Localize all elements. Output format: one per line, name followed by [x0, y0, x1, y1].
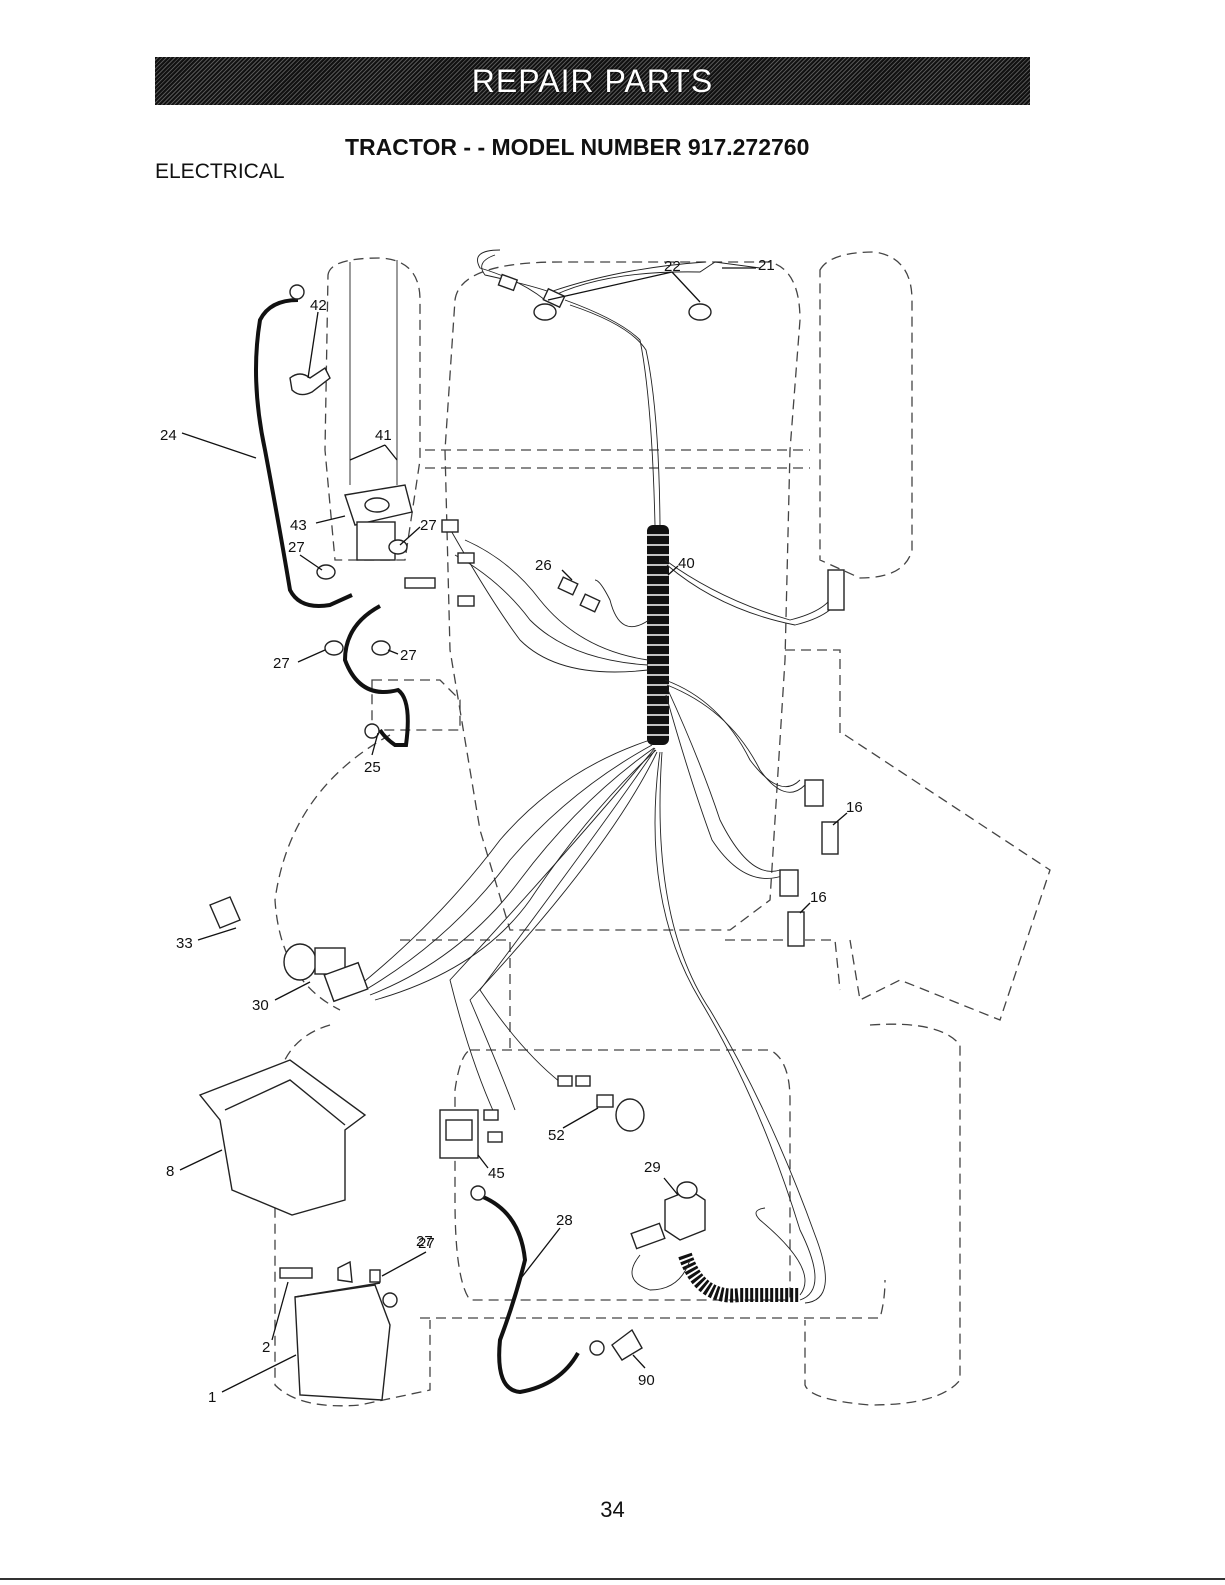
callout-16-b: 16 — [810, 889, 827, 906]
callout-25: 25 — [364, 759, 381, 776]
callout-26: 26 — [535, 557, 552, 574]
connectors — [405, 520, 844, 1142]
callout-16-a: 16 — [846, 799, 863, 816]
cable-25 — [345, 606, 408, 745]
callout-28: 28 — [556, 1212, 573, 1229]
callout-27-a: 27 — [288, 539, 305, 556]
harness-loom — [647, 525, 669, 745]
callout-45: 45 — [488, 1165, 505, 1182]
callout-52: 52 — [548, 1127, 565, 1144]
coiled-cord — [632, 1208, 805, 1296]
callout-41: 41 — [375, 427, 392, 444]
callout-21: 21 — [758, 257, 775, 274]
callout-29: 29 — [644, 1159, 661, 1176]
callout-8: 8 — [166, 1163, 174, 1180]
callout-24: 24 — [160, 427, 177, 444]
callout-27-d: 27 — [400, 647, 417, 664]
callout-43: 43 — [290, 517, 307, 534]
ignition — [210, 897, 368, 1001]
callout-40: 40 — [678, 555, 695, 572]
callout-1: 1 — [208, 1389, 216, 1406]
bottom-rule — [0, 1578, 1225, 1580]
callout-42: 42 — [310, 297, 327, 314]
callout-27-f: 27 — [416, 1233, 433, 1250]
headlight-harness — [478, 250, 761, 525]
harness-wires — [360, 520, 840, 1303]
callout-27-c: 27 — [273, 655, 290, 672]
callout-90: 90 — [638, 1372, 655, 1389]
callout-labels: 22 21 24 42 41 43 27 27 27 27 27 26 40 1… — [160, 257, 863, 1406]
callout-2: 2 — [262, 1339, 270, 1356]
callout-27-b: 27 — [420, 517, 437, 534]
callout-22: 22 — [664, 258, 681, 275]
page-number: 34 — [0, 1497, 1225, 1523]
callout-30: 30 — [252, 997, 269, 1014]
callout-33: 33 — [176, 935, 193, 952]
